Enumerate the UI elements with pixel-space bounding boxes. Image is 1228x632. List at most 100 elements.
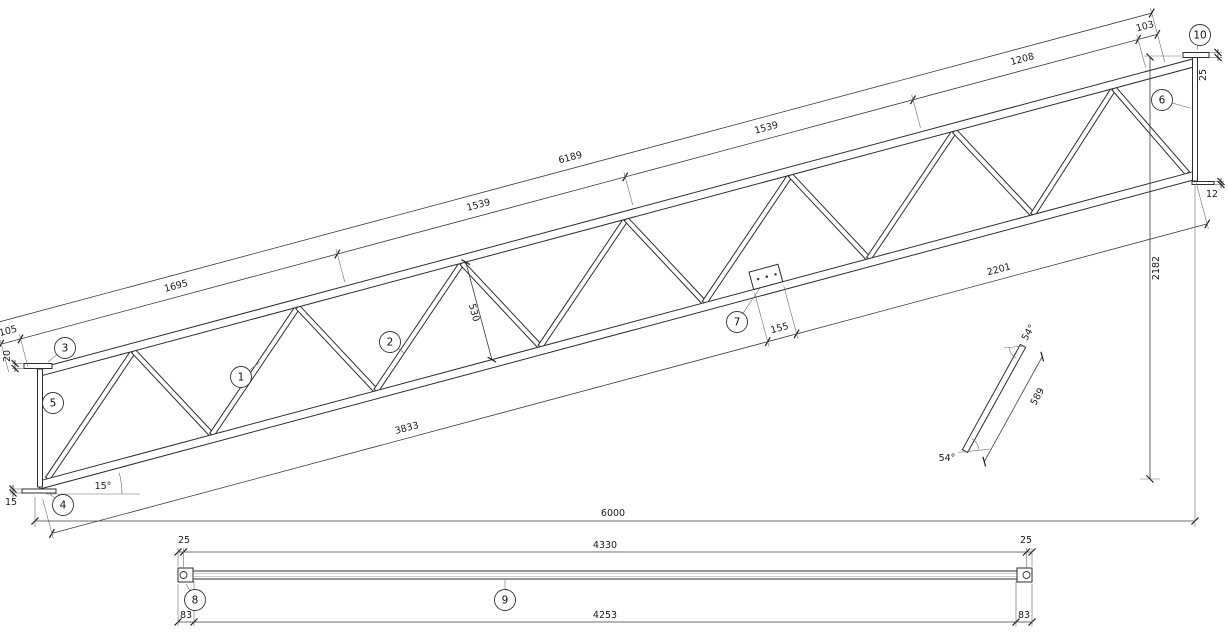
extension-line [754, 293, 770, 347]
balloon-number-2: 2 [387, 337, 394, 349]
balloon-number-4: 4 [60, 500, 67, 512]
dim-tick [461, 259, 471, 266]
dim-top-chain-text: 105 [0, 324, 18, 339]
angle-reference-line [957, 448, 991, 453]
balloon-number-7: 7 [734, 317, 741, 329]
dim-bottom-chain-text: 3833 [394, 420, 420, 437]
angle-reference-line [1003, 345, 1024, 349]
balloon-leader [185, 583, 191, 591]
right-end-post [1192, 56, 1198, 182]
dim-tick [1148, 8, 1155, 18]
extension-line [42, 498, 54, 539]
balloon-9 [494, 589, 516, 611]
dim-chain-bottom [51, 223, 1208, 534]
balloon-leader [47, 354, 58, 363]
left-base-plate [21, 488, 57, 494]
brace-detail [961, 343, 1027, 454]
dim-tube-top-text: 4330 [593, 540, 617, 551]
balloon-number-9: 9 [502, 595, 509, 607]
dim-top-chain-text: 103 [1135, 19, 1155, 34]
dim-brace-angle-bottom: 54° [939, 453, 956, 464]
left-end-post [37, 368, 43, 488]
detail-tube [192, 570, 1018, 580]
pin-hole-left [179, 571, 188, 579]
dim-top-chain-text: 1539 [753, 120, 779, 137]
dim-overall-sloped [0, 12, 1152, 323]
balloon-4 [52, 494, 74, 516]
balloon-number-3: 3 [62, 343, 69, 355]
dim-tick [9, 489, 17, 497]
dim-right-top-plate-text: 25 [1198, 69, 1209, 81]
balloon-leader [249, 361, 261, 371]
angle-arc [971, 438, 980, 450]
right-top-plate [1182, 52, 1210, 58]
balloon-10 [1189, 24, 1211, 46]
extension-line [18, 334, 29, 367]
dim-brace-angle-top: 54° [1020, 323, 1038, 343]
extension-line [335, 249, 346, 283]
dim-tick [11, 364, 19, 373]
balloon-5 [42, 392, 64, 414]
extension-line [0, 338, 9, 373]
dim-tick [1146, 53, 1154, 61]
extension-line [911, 94, 921, 128]
dim-tube-bottom-text: 83 [1018, 610, 1030, 621]
dim-top-chain-text: 1208 [1009, 51, 1035, 68]
extension-line [1150, 8, 1166, 63]
dim-left-base-plate-text: 15 [5, 497, 17, 508]
balloon-2 [379, 331, 401, 353]
balloon-3 [54, 337, 76, 359]
web-diagonal [623, 216, 707, 306]
dim-tick [1217, 180, 1225, 189]
dim-tick [487, 356, 497, 363]
extension-line [783, 285, 799, 339]
web-diagonal [1111, 86, 1191, 176]
dim-brace-length-text: 589 [1029, 386, 1047, 407]
dim-tick [11, 359, 19, 368]
balloon-leader [742, 287, 761, 314]
dim-bottom-chain-text: 155 [769, 321, 789, 336]
dim-brace-length [983, 356, 1043, 462]
dim-tube-bottom-text: 83 [180, 610, 192, 621]
dim-right-height-text: 2182 [1151, 256, 1162, 280]
balloon-number-1: 1 [238, 372, 245, 384]
balloon-leader [398, 348, 405, 354]
bolt-dot [765, 275, 769, 279]
right-bottom-plate [1191, 181, 1215, 185]
angle-arc [118, 472, 123, 495]
balloon-7 [726, 311, 748, 333]
dim-top-chain-text: 1695 [163, 278, 189, 295]
web-diagonal [130, 348, 215, 438]
dim-tick [982, 456, 987, 467]
dim-chain-top [1, 33, 1158, 345]
dim-top-chain-text: 1539 [465, 197, 491, 214]
balloon-number-10: 10 [1193, 30, 1206, 42]
web-diagonal [295, 304, 379, 394]
dim-depth [465, 261, 493, 360]
balloon-leader [1172, 102, 1191, 109]
dim-tick [1040, 351, 1045, 362]
dim-tube-top-text: 25 [178, 535, 190, 546]
balloon-8 [184, 589, 206, 611]
dim-overall-sloped-text: 6189 [557, 150, 583, 167]
dim-span-text: 6000 [601, 508, 625, 519]
bolt-dot [774, 273, 777, 276]
extension-line [1195, 181, 1209, 229]
angle-arc [1008, 347, 1017, 359]
dim-left-top-plate-text: 20 [2, 350, 13, 362]
dim-tube-top-text: 25 [1020, 535, 1032, 546]
extension-line [623, 172, 633, 205]
web-diagonal [951, 128, 1036, 218]
dim-tick [9, 485, 17, 493]
balloon-leader [1196, 45, 1199, 51]
balloon-number-8: 8 [192, 595, 199, 607]
dim-tick [1214, 53, 1222, 62]
balloon-1 [230, 366, 252, 388]
dim-tube-bottom-text: 4253 [593, 610, 617, 621]
dim-bottom-chain-text: 2201 [986, 261, 1012, 278]
dim-tick [1214, 48, 1222, 57]
balloon-6 [1151, 89, 1173, 111]
pin-hole-right [1022, 571, 1031, 579]
